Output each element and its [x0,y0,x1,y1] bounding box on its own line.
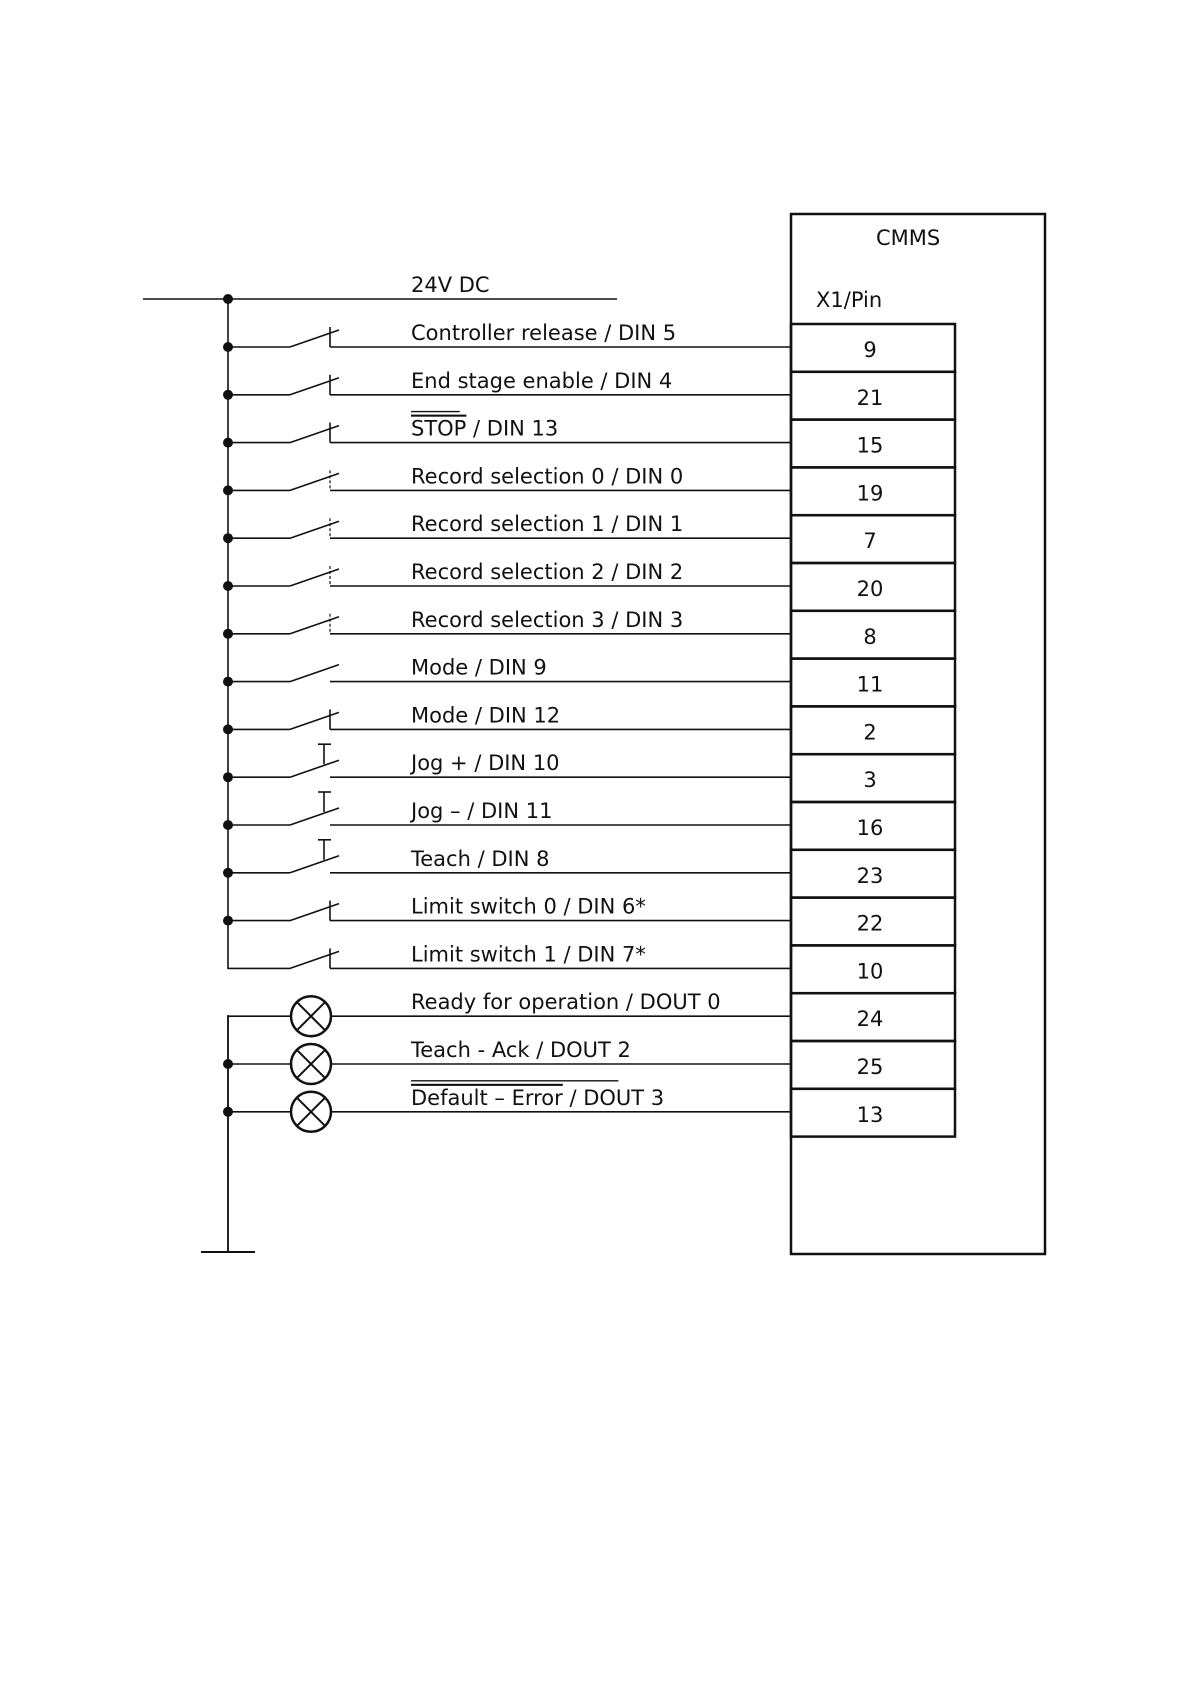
input-row-12-label: Limit switch 0 / DIN 6* [411,895,646,919]
input-row-11-label: Teach / DIN 8 [410,847,549,871]
output-row-2-label: Default – Error / DOUT 3 [411,1086,664,1110]
input-row-4-label: Record selection 1 / DIN 1 [411,512,683,536]
input-row-2-switch-blade [289,424,340,444]
input-row-11-pin-number: 23 [857,864,884,888]
input-row-0-switch-blade [289,329,340,348]
input-row-9-switch-blade [289,759,340,778]
input-row-9-pin-number: 3 [863,768,876,792]
supply-label: 24V DC [411,273,490,297]
input-row-4-pin-number: 7 [863,529,876,553]
output-row-0-lamp-cross-b [296,1001,326,1032]
input-row-5-label: Record selection 2 / DIN 2 [411,560,683,584]
input-row-11-switch-blade [289,855,340,874]
input-row-10-label: Jog – / DIN 11 [409,799,552,823]
output-row-1-label: Teach - Ack / DOUT 2 [410,1038,631,1062]
input-row-0-pin-number: 9 [863,338,876,362]
input-row-13-pin-number: 10 [857,959,884,983]
input-row-1-switch-blade [289,377,340,396]
output-row-1-lamp-cross-b [296,1049,326,1079]
input-row-2-pin-number: 15 [857,434,884,458]
output-row-2-lamp-cross-b [296,1096,326,1127]
output-row-0-label: Ready for operation / DOUT 0 [411,990,721,1014]
input-row-8-switch-blade [289,711,340,731]
input-row-7-label: Mode / DIN 9 [411,656,547,680]
input-row-10-switch-blade [289,807,340,826]
module-name: CMMS [876,226,940,250]
input-row-7-pin-number: 11 [857,673,884,697]
output-row-2-label-overlined: Default – Error [411,1086,563,1110]
input-row-2-label: STOP / DIN 13 [411,417,558,441]
input-row-13-switch-blade [289,950,340,970]
cmms-module-box [789,212,1047,1256]
input-row-8-label: Mode / DIN 12 [411,703,560,727]
input-row-2-label-overlined: STOP [411,417,466,441]
input-row-6-label: Record selection 3 / DIN 3 [411,608,683,632]
input-row-1-label: End stage enable / DIN 4 [411,369,672,393]
input-row-7-switch-blade [289,663,340,683]
input-row-5-pin-number: 20 [857,577,884,601]
input-row-13-label: Limit switch 1 / DIN 7* [411,942,646,966]
input-row-9-label: Jog + / DIN 10 [409,751,560,775]
output-row-2-pin-cell [789,1087,957,1138]
input-row-6-pin-number: 8 [863,625,876,649]
input-row-4-switch-blade [289,520,340,539]
input-row-6-switch-blade [289,616,340,635]
input-row-3-pin-number: 19 [857,481,884,505]
input-row-8-pin-number: 2 [863,720,876,744]
input-row-5-switch-blade [289,568,340,587]
pin-header: X1/Pin [816,288,882,312]
input-row-3-label: Record selection 0 / DIN 0 [411,464,683,488]
input-row-12-pin-number: 22 [857,912,884,936]
input-row-1-pin-number: 21 [857,386,884,410]
input-row-0-label: Controller release / DIN 5 [411,321,676,345]
input-row-3-switch-blade [289,472,340,492]
output-row-0-pin-number: 24 [857,1007,884,1031]
output-row-2-label-rest: / DOUT 3 [563,1086,664,1110]
input-row-2-label-rest: / DIN 13 [466,417,558,441]
input-row-10-pin-number: 16 [857,816,884,840]
output-row-2-pin-number: 13 [857,1103,884,1127]
output-row-1-pin-number: 25 [857,1055,884,1079]
input-row-12-switch-blade [289,902,340,922]
